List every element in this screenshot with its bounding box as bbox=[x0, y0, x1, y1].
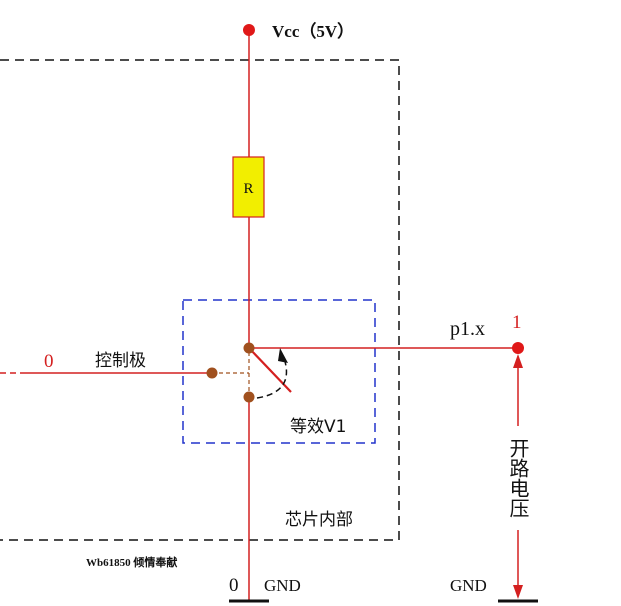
source-node bbox=[243, 391, 255, 403]
vcc-terminal bbox=[243, 24, 255, 36]
switch-rotation-arrow bbox=[256, 357, 288, 399]
gnd-label-right: GND bbox=[450, 576, 487, 595]
switch-blade bbox=[248, 347, 292, 393]
voltage-arrow-head-down bbox=[513, 585, 523, 599]
control-value: 0 bbox=[44, 351, 54, 372]
gate-node bbox=[206, 367, 218, 379]
gnd-value: 0 bbox=[229, 575, 239, 596]
control-label: 控制极 bbox=[95, 351, 146, 371]
equiv-v1-boundary bbox=[182, 299, 376, 444]
arrow-head bbox=[278, 348, 288, 363]
resistor bbox=[232, 156, 265, 218]
watermark: Wb61850 倾情奉献 bbox=[86, 555, 177, 569]
drain-node bbox=[243, 342, 255, 354]
equiv-label: 等效V1 bbox=[290, 417, 346, 437]
gnd-label-left: GND bbox=[264, 576, 301, 595]
pin-label: p1.x bbox=[450, 318, 485, 340]
chip-boundary bbox=[0, 59, 400, 541]
open-voltage-label: 开路电压 bbox=[506, 438, 530, 518]
voltage-arrow-head-up bbox=[513, 354, 523, 368]
vcc-label: Vcc（5V） bbox=[272, 21, 354, 41]
chip-inside-label: 芯片内部 bbox=[285, 510, 353, 530]
resistor-label: R bbox=[243, 181, 253, 197]
pin-value: 1 bbox=[512, 312, 522, 333]
output-terminal bbox=[512, 342, 524, 354]
